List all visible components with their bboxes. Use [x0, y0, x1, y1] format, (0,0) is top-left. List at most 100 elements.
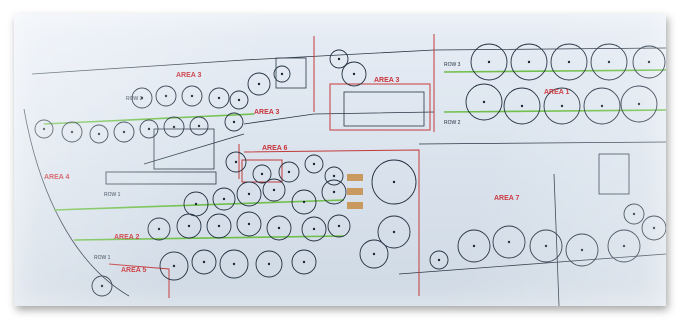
tree-symbol: [191, 249, 217, 275]
tree-symbol: [457, 229, 491, 263]
main-building: [343, 91, 425, 127]
tree-symbol: [583, 87, 621, 125]
tree-symbol: [377, 215, 411, 249]
north-boundary-line: [31, 47, 666, 75]
tree-symbol: [465, 83, 503, 121]
area-3-label-east: AREA 3: [374, 77, 400, 84]
tree-symbol: [131, 87, 153, 109]
tree-center-dot: [237, 98, 241, 102]
tree-center-dot: [487, 60, 491, 64]
tree-symbol: [181, 85, 203, 107]
area-1-label: AREA 1: [544, 89, 570, 96]
tree-row-line-a: [43, 113, 255, 125]
tree-symbol: [247, 72, 271, 96]
tree-symbol: [329, 49, 349, 69]
tree-symbol: [429, 250, 449, 270]
tree-symbol: [229, 90, 249, 110]
tree-symbol: [219, 249, 249, 279]
tree-symbol: [224, 112, 244, 132]
tree-center-dot: [544, 244, 548, 248]
walkway: [105, 171, 217, 185]
area-5-boundary: [108, 263, 170, 298]
bench-2: [347, 188, 363, 195]
tree-symbol: [273, 65, 291, 83]
tree-center-dot: [222, 197, 226, 201]
row-2-label-north: ROW 2: [126, 96, 143, 102]
tree-center-dot: [567, 60, 571, 64]
tree-center-dot: [190, 94, 194, 98]
tree-symbol: [327, 214, 351, 238]
tree-symbol: [176, 213, 202, 239]
tree-center-dot: [287, 170, 291, 174]
bench-3: [347, 202, 363, 209]
area-3-label-south: AREA 3: [254, 109, 280, 116]
tree-symbol: [510, 43, 548, 81]
tree-center-dot: [164, 94, 168, 98]
site-plan-drawing: AREA 1 AREA 2 AREA 3 AREA 3 AREA 3 AREA …: [23, 34, 666, 306]
tree-center-dot: [527, 60, 531, 64]
tree-symbol: [91, 275, 113, 297]
area-7-boundary: [243, 149, 420, 296]
tree-center-dot: [337, 57, 341, 61]
tree-center-dot: [392, 230, 396, 234]
site-plan-board: AREA 1 AREA 2 AREA 3 AREA 3 AREA 3 AREA …: [14, 14, 666, 306]
tree-symbol: [529, 229, 563, 263]
west-boundary-curve: [23, 108, 130, 297]
tree-symbol: [236, 211, 262, 237]
tree-symbol: [304, 154, 324, 174]
tree-center-dot: [600, 104, 604, 108]
tree-symbol: [291, 249, 317, 275]
tree-symbol: [641, 215, 666, 241]
tree-symbol: [301, 216, 327, 242]
tree-symbol: [607, 229, 641, 263]
tree-center-dot: [632, 212, 636, 216]
tree-center-dot: [312, 162, 316, 166]
tree-center-dot: [267, 262, 271, 266]
area-5-label: AREA 5: [121, 267, 147, 274]
tree-center-dot: [70, 130, 74, 134]
tree-center-dot: [337, 224, 341, 228]
tree-row-line-e: [443, 109, 666, 113]
tree-center-dot: [187, 224, 191, 228]
tree-symbol: [503, 87, 541, 125]
tree-center-dot: [217, 96, 221, 100]
tree-center-dot: [312, 227, 316, 231]
area-6-structure: [241, 159, 283, 183]
tree-center-dot: [232, 262, 236, 266]
tree-symbol: [291, 189, 317, 215]
tree-center-dot: [140, 96, 144, 100]
tree-symbol: [208, 87, 230, 109]
tree-center-dot: [302, 260, 306, 264]
tree-center-dot: [232, 120, 236, 124]
tree-center-dot: [637, 102, 641, 106]
tree-center-dot: [622, 244, 626, 248]
tree-symbol: [324, 166, 344, 186]
tree-center-dot: [42, 127, 46, 131]
tree-center-dot: [372, 252, 376, 256]
bench-1: [347, 174, 363, 181]
tree-symbol: [139, 119, 159, 139]
tree-center-dot: [520, 104, 524, 108]
tree-center-dot: [234, 160, 238, 164]
tree-center-dot: [507, 240, 511, 244]
tree-center-dot: [652, 226, 656, 230]
tree-symbol: [262, 178, 286, 202]
tree-symbol: [225, 151, 247, 173]
tree-symbol: [470, 43, 508, 81]
tree-row-line-c: [53, 199, 345, 211]
tree-symbol: [236, 181, 262, 207]
tree-row-line-b: [73, 235, 345, 241]
tree-center-dot: [472, 244, 476, 248]
tree-group: [34, 43, 666, 297]
south-boundary-line: [398, 253, 666, 275]
tree-symbol: [492, 225, 526, 259]
area-7-label: AREA 7: [494, 195, 520, 202]
tree-symbol: [61, 121, 83, 143]
driveway-edge: [143, 133, 245, 165]
tree-center-dot: [202, 260, 206, 264]
row-3-label: ROW 3: [444, 62, 461, 68]
row-1-label-south: ROW 1: [94, 255, 111, 261]
tree-center-dot: [580, 248, 584, 252]
tree-center-dot: [302, 200, 306, 204]
